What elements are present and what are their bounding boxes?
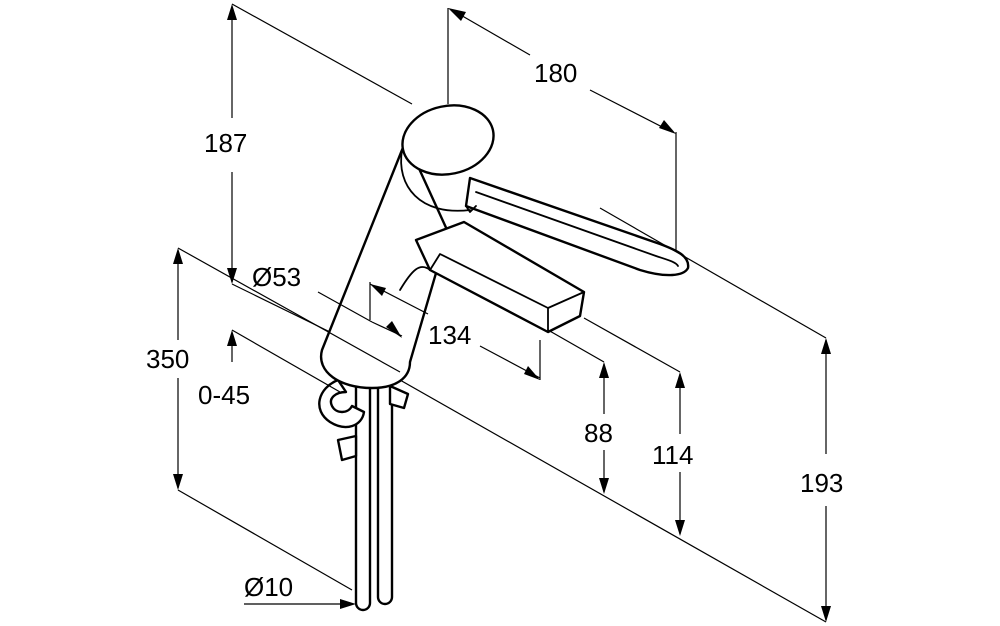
dim-180-a (451, 9, 531, 56)
dim-d53 (317, 291, 373, 323)
arrow-180-left (448, 8, 466, 21)
base-reference-line (399, 379, 827, 623)
arrow-d10 (340, 599, 356, 609)
label-134: 134 (428, 320, 471, 350)
label-045: 0-45 (198, 380, 250, 410)
arrow-045 (227, 330, 237, 346)
arrow-187-top (227, 4, 237, 20)
lever-base (465, 205, 477, 213)
label-88: 88 (584, 418, 613, 448)
arrow-180-right (659, 120, 676, 134)
top-cap (401, 104, 495, 176)
arrow-134-right (524, 366, 540, 380)
ext-187-top (231, 3, 413, 105)
arrow-114-top (675, 372, 685, 388)
arrow-88-top (599, 362, 609, 378)
dim-180-b (589, 89, 673, 133)
faucet-column (319, 138, 450, 390)
cap-skirt (400, 149, 471, 212)
arrow-88-bottom (599, 478, 609, 494)
spout-tip-edge (547, 291, 585, 309)
faucet-body (318, 104, 690, 612)
mounting-clamp (318, 378, 366, 429)
arrow-193-top (821, 338, 831, 354)
arrow-350-bottom (173, 474, 183, 490)
supply-hose-left (354, 370, 372, 612)
ext-193-top (599, 207, 827, 339)
dimension-lines (173, 3, 831, 623)
arrow-114-bottom (675, 520, 685, 536)
ext-350-bottom (177, 489, 353, 591)
ext-045-top (231, 329, 341, 393)
ext-88-top (547, 329, 605, 363)
lever-edge (475, 191, 679, 267)
arrow-193-bottom (821, 606, 831, 622)
label-d53: Ø53 (252, 262, 301, 292)
arrow-134-left (370, 284, 386, 296)
arrow-187-bottom (227, 268, 237, 284)
arrow-350-top (173, 248, 183, 264)
label-d10: Ø10 (244, 572, 293, 602)
supply-hose-right (376, 370, 394, 606)
label-193: 193 (800, 468, 843, 498)
ext-350-top (177, 247, 401, 373)
dimension-labels: 180 187 Ø53 134 350 0-45 88 114 193 Ø10 (146, 58, 843, 602)
spout-joint (399, 266, 431, 291)
ext-114-top (583, 317, 681, 373)
mounting-bracket (388, 384, 410, 410)
label-187: 187 (204, 128, 247, 158)
clamp-nut (336, 434, 358, 462)
arrow-d53 (386, 321, 402, 338)
label-350: 350 (146, 344, 189, 374)
label-180: 180 (534, 58, 577, 88)
label-114: 114 (652, 440, 693, 470)
